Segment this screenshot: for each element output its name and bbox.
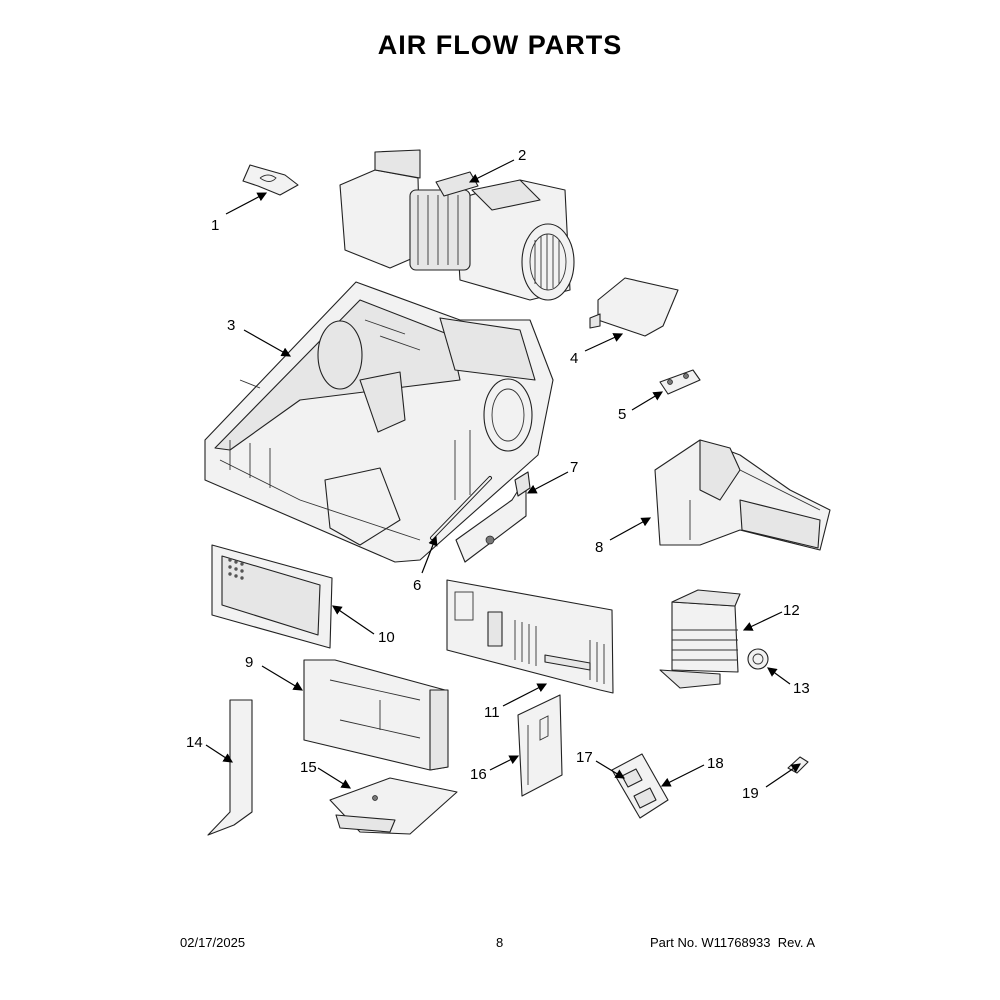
callout-2: 2 — [518, 147, 526, 164]
callout-4: 4 — [570, 350, 578, 367]
callout-5: 5 — [618, 406, 626, 423]
leader-2 — [468, 159, 515, 183]
part-3-air-duct-base — [204, 281, 554, 563]
leader-8 — [609, 517, 652, 541]
callout-6: 6 — [413, 577, 421, 594]
callout-15: 15 — [300, 759, 317, 776]
leader-lines — [205, 159, 801, 789]
leader-1 — [225, 192, 268, 215]
callout-14: 14 — [186, 734, 203, 751]
callout-10: 10 — [378, 629, 395, 646]
part-16-mount-bracket — [517, 694, 563, 797]
part-12-transformer — [659, 589, 741, 689]
leader-4 — [584, 333, 624, 352]
callout-17: 17 — [576, 749, 593, 766]
part-4-cover-plate — [589, 277, 679, 337]
leader-17 — [595, 760, 626, 779]
part-10-grille-frame — [211, 544, 333, 649]
callout-8: 8 — [595, 539, 603, 556]
leader-16 — [489, 755, 520, 771]
footer-page-number: 8 — [496, 935, 504, 950]
callout-3: 3 — [227, 317, 235, 334]
callout-9: 9 — [245, 654, 253, 671]
part-2-blower-assembly — [339, 149, 575, 301]
callout-11: 11 — [484, 704, 500, 721]
part-number: W11768933 — [701, 935, 771, 950]
callout-12: 12 — [783, 602, 800, 619]
leader-10 — [332, 605, 375, 635]
callout-18: 18 — [707, 755, 724, 772]
part-14-support-bracket — [207, 699, 253, 836]
callout-19: 19 — [742, 785, 759, 802]
leader-11 — [502, 683, 548, 707]
callout-16: 16 — [470, 766, 487, 783]
part-11-vent-panel — [446, 579, 614, 694]
leader-13 — [767, 667, 791, 685]
leader-19 — [765, 763, 801, 788]
leader-18 — [660, 764, 705, 787]
callout-13: 13 — [793, 680, 810, 697]
part-9-shield-panel — [303, 659, 449, 771]
revision: A — [806, 935, 816, 950]
part-1-gasket — [242, 164, 299, 196]
part-6-rod — [430, 476, 492, 540]
part-15-bottom-plate — [329, 777, 458, 835]
part-13-thermal-switch — [747, 648, 769, 670]
leader-14 — [205, 744, 234, 763]
callout-labels: 1 2 3 4 5 6 7 8 9 10 11 12 13 14 15 16 1… — [186, 147, 810, 802]
callout-7: 7 — [570, 459, 578, 476]
leader-15 — [317, 767, 352, 789]
leader-3 — [243, 329, 292, 357]
part-5-bracket — [659, 369, 701, 395]
part-8-exhaust-duct — [654, 439, 831, 551]
page-title: AIR FLOW PARTS — [377, 30, 623, 60]
part-7-bracket-plate — [455, 471, 531, 563]
footer-part-info: Part No. W11768933 Rev. A — [650, 935, 815, 950]
leader-9 — [261, 665, 304, 691]
leader-6 — [421, 535, 438, 574]
footer-date: 02/17/2025 — [180, 935, 246, 950]
callout-1: 1 — [211, 217, 219, 234]
revision-label: Rev. — [777, 935, 804, 950]
part-17-18-circuit-board — [611, 753, 669, 819]
leader-7 — [526, 471, 569, 494]
leader-5 — [631, 391, 664, 411]
part-number-label: Part No. — [650, 935, 698, 950]
leader-12 — [742, 611, 783, 631]
